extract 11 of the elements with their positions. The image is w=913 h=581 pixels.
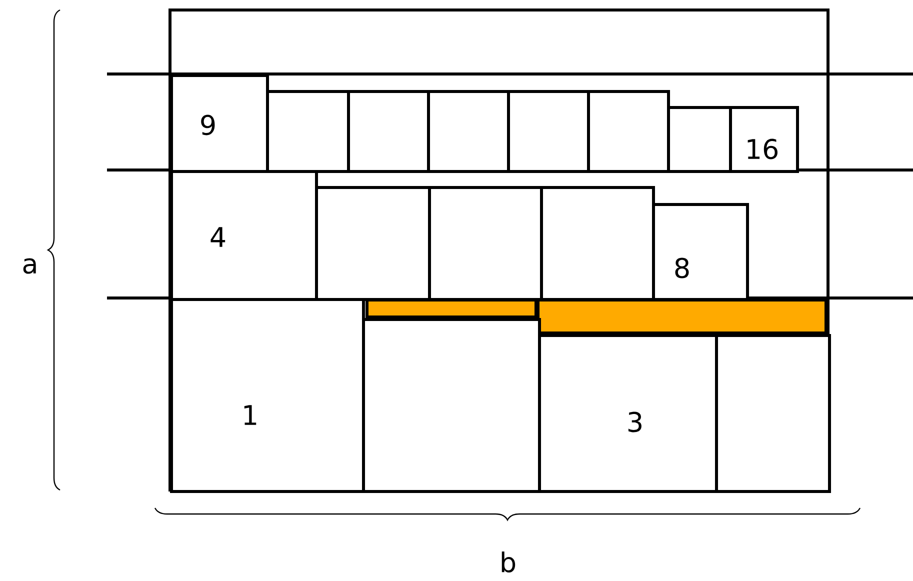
numbered-box: 1 (170, 298, 365, 493)
numbered-box: 8 (652, 203, 749, 301)
numbered-box: 16 (729, 106, 799, 173)
dimension-label: b (502, 552, 516, 572)
dimension-label: a (23, 258, 36, 274)
numbered-box: 9 (170, 74, 269, 173)
numbered-box: 4 (170, 170, 318, 301)
empty-box (667, 106, 732, 173)
empty-box (715, 334, 831, 493)
numbered-box: 3 (538, 334, 718, 493)
empty-box (362, 318, 541, 493)
